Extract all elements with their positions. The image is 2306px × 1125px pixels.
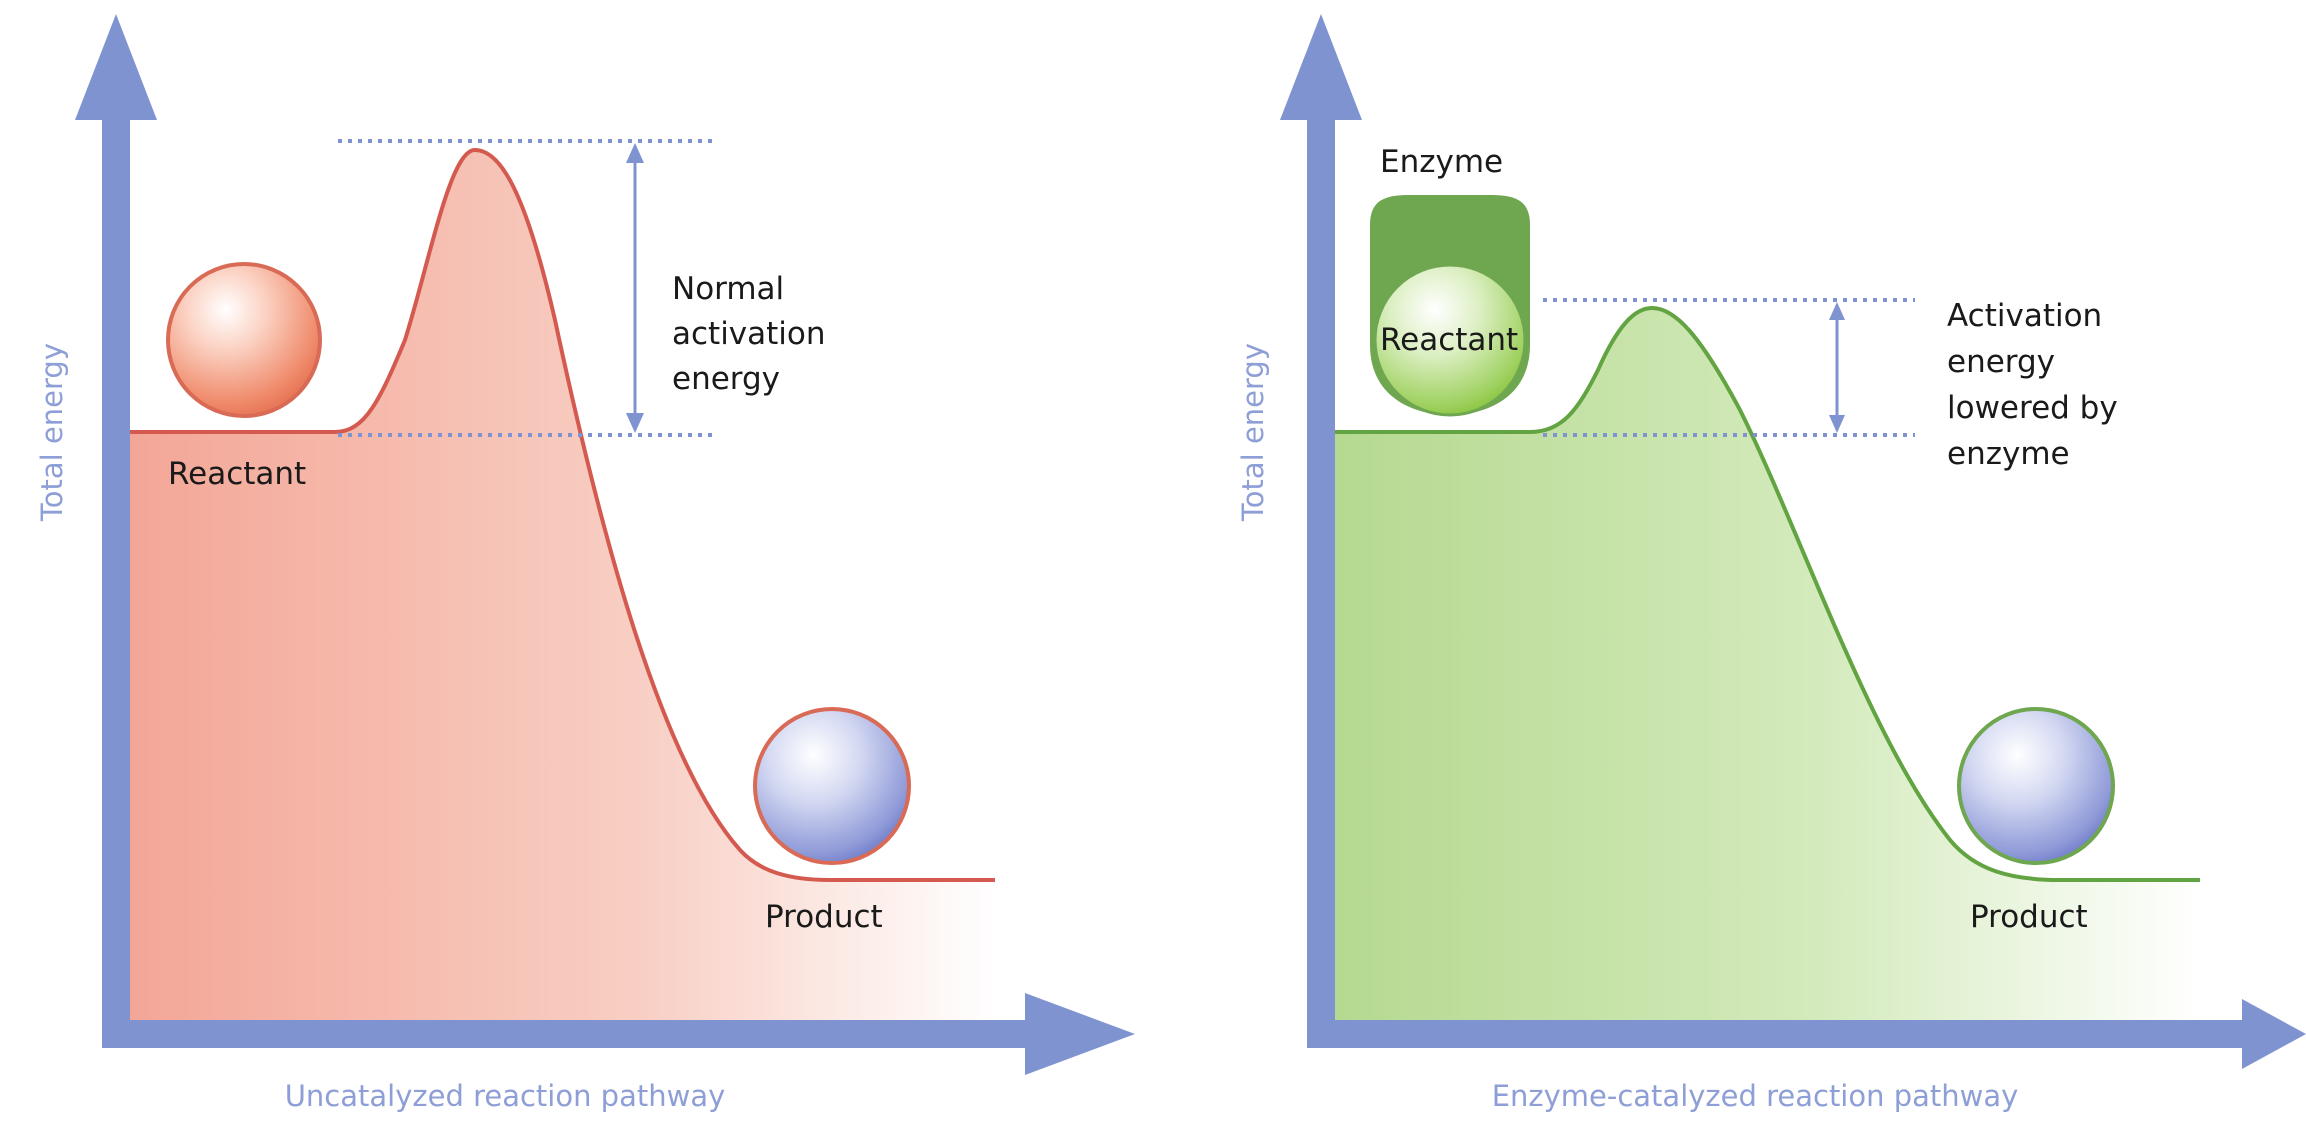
- catalyzed-energy-area: [1335, 308, 2200, 1022]
- uncatalyzed-panel: Reactant Product Normal activation energ…: [35, 14, 1135, 1113]
- catalyzed-reactant-label: Reactant: [1380, 322, 1518, 358]
- uncatalyzed-energy-area: [118, 150, 995, 1022]
- lowered-activation-label-line-2: energy: [1947, 344, 2055, 380]
- activation-label-line-1: Normal: [672, 271, 784, 307]
- enzyme-label: Enzyme: [1380, 144, 1503, 180]
- x-axis-label: Uncatalyzed reaction pathway: [285, 1079, 726, 1113]
- lowered-activation-label-line-1: Activation: [1947, 298, 2102, 334]
- catalyzed-product-ball-icon: [1957, 707, 2115, 865]
- product-ball-icon: [753, 707, 911, 865]
- catalyzed-energy-curve: [1335, 305, 2200, 882]
- catalyzed-product-label: Product: [1970, 899, 2088, 935]
- catalyzed-panel: Enzyme Reactant Product Activation energ…: [1236, 14, 2306, 1113]
- left-x-axis: [102, 993, 1135, 1075]
- activation-energy-arrow: [626, 143, 644, 433]
- right-x-axis: [1307, 999, 2306, 1069]
- reactant-ball-icon: [166, 262, 322, 418]
- y-axis-label: Total energy: [35, 343, 69, 522]
- lowered-activation-label-line-3: lowered by: [1947, 390, 2118, 426]
- lowered-activation-label-line-4: enzyme: [1947, 436, 2070, 472]
- lowered-activation-energy-arrow: [1829, 302, 1845, 433]
- left-y-axis: [75, 14, 157, 1045]
- activation-label-line-3: energy: [672, 361, 780, 397]
- activation-label-line-2: activation: [672, 316, 826, 352]
- product-label: Product: [765, 899, 883, 935]
- right-y-axis: [1280, 14, 1362, 1045]
- reactant-label: Reactant: [168, 456, 306, 492]
- catalyzed-reactant-ball-icon: [1373, 263, 1527, 417]
- catalyzed-y-axis-label: Total energy: [1236, 343, 1270, 522]
- uncatalyzed-energy-curve: [118, 147, 995, 882]
- catalyzed-x-axis-label: Enzyme-catalyzed reaction pathway: [1492, 1079, 2019, 1113]
